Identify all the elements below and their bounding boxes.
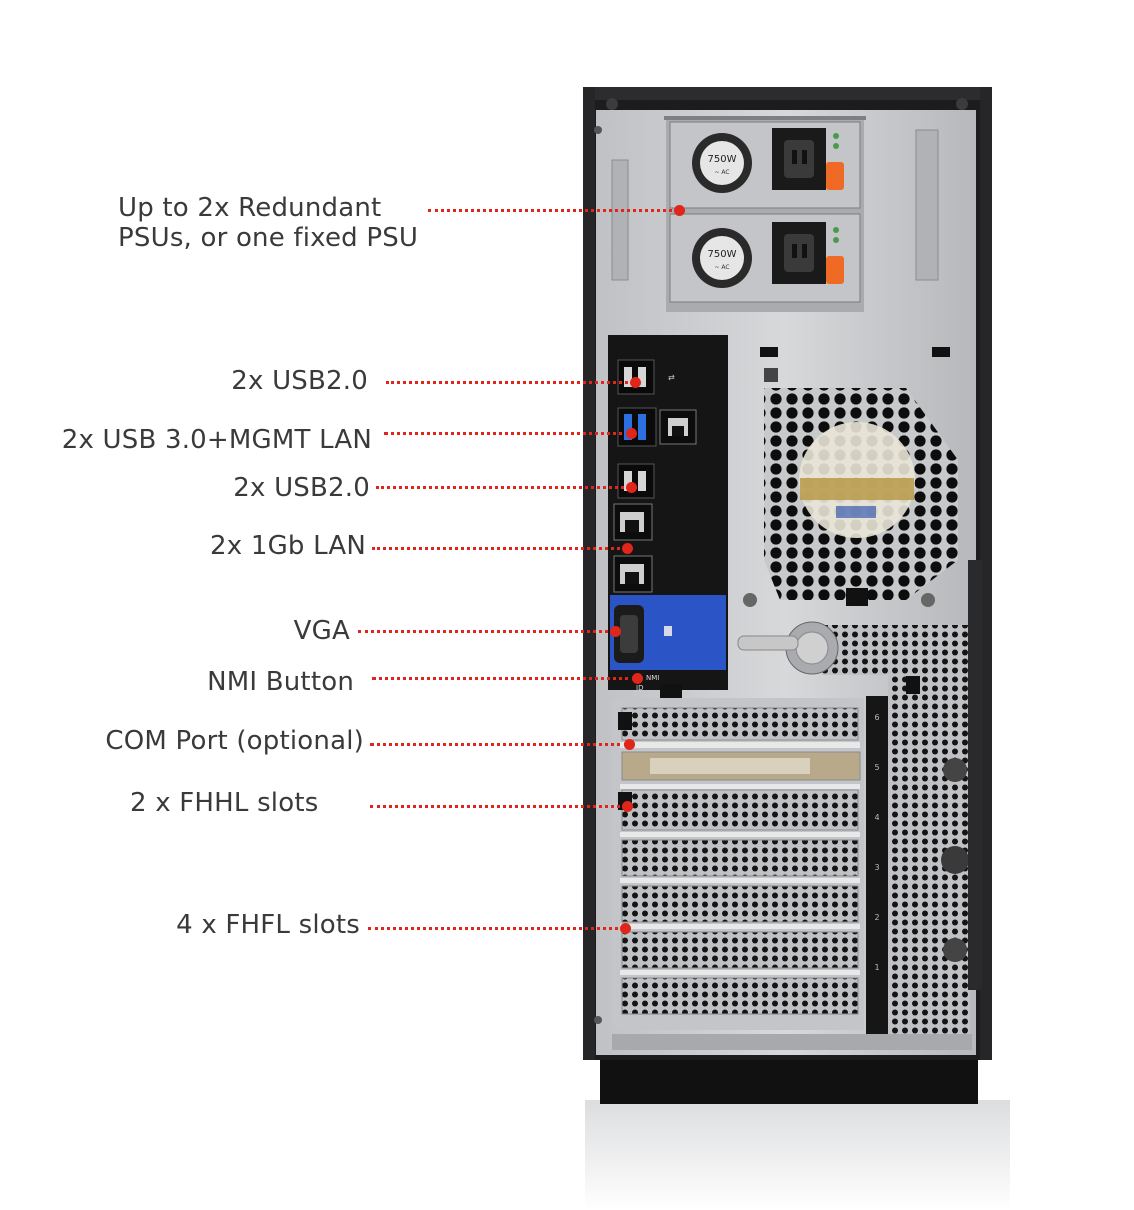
side-grille bbox=[822, 625, 968, 675]
leader-line bbox=[428, 209, 678, 212]
callout-label-usb2-top: 2x USB2.0 bbox=[231, 366, 368, 396]
fan-grille bbox=[760, 347, 958, 600]
callout-label-fhfl: 4 x FHFL slots bbox=[176, 910, 360, 940]
slot-number-label: 1 bbox=[874, 963, 879, 972]
screw-icon bbox=[606, 98, 618, 110]
leader-line bbox=[372, 547, 626, 550]
svg-text:⇄: ⇄ bbox=[668, 373, 675, 382]
leader-line bbox=[368, 927, 624, 930]
chassis-base bbox=[600, 1060, 978, 1104]
psu-unit-1: 750W ~ AC bbox=[669, 121, 861, 209]
slot-number-label: 3 bbox=[874, 863, 879, 872]
slot-number-strip: 6 5 4 3 2 1 bbox=[874, 713, 879, 972]
leader-line bbox=[386, 381, 634, 384]
callout-label-vga: VGA bbox=[293, 616, 350, 646]
callout-line: Up to 2x Redundant bbox=[118, 193, 382, 223]
leader-dot bbox=[622, 543, 633, 554]
leader-dot bbox=[624, 739, 635, 750]
svg-text:~ AC: ~ AC bbox=[714, 264, 729, 271]
svg-text:750W: 750W bbox=[708, 154, 737, 165]
callout-label-fhhl: 2 x FHHL slots bbox=[130, 788, 319, 818]
leader-line bbox=[372, 677, 636, 680]
screw-icon bbox=[594, 1016, 602, 1024]
callout-label-usb3-mgmt: 2x USB 3.0+MGMT LAN bbox=[61, 425, 372, 455]
leader-dot bbox=[674, 205, 685, 216]
svg-text:ID: ID bbox=[636, 684, 643, 692]
screw-icon bbox=[594, 126, 602, 134]
floor-reflection bbox=[585, 1100, 1010, 1210]
callout-label-lan-1gb: 2x 1Gb LAN bbox=[210, 531, 366, 561]
callout-line: PSUs, or one fixed PSU bbox=[118, 223, 419, 253]
callout-label-com: COM Port (optional) bbox=[105, 726, 364, 756]
callout-label-nmi: NMI Button bbox=[207, 667, 354, 697]
leader-line bbox=[384, 432, 630, 435]
expansion-slot-area bbox=[612, 696, 972, 1050]
callout-label-psu: Up to 2x Redundant PSUs, or one fixed PS… bbox=[118, 193, 418, 253]
leader-dot bbox=[626, 482, 637, 493]
leader-dot bbox=[622, 801, 633, 812]
svg-text:750W: 750W bbox=[708, 249, 737, 260]
screw-icon bbox=[956, 98, 968, 110]
svg-text:NMI: NMI bbox=[646, 674, 659, 682]
svg-text:~ AC: ~ AC bbox=[714, 169, 729, 176]
io-panel: ⇄ NMI ID bbox=[608, 335, 728, 692]
leader-line bbox=[358, 630, 614, 633]
leader-dot bbox=[632, 673, 643, 684]
leader-dot bbox=[610, 626, 621, 637]
leader-line bbox=[370, 743, 628, 746]
slot-number-label: 6 bbox=[874, 713, 879, 722]
slot-number-label: 5 bbox=[874, 763, 879, 772]
key-lock-icon bbox=[737, 588, 935, 675]
callout-label-usb2-bottom: 2x USB2.0 bbox=[233, 473, 370, 503]
leader-line bbox=[370, 805, 626, 808]
psu-unit-2: 750W ~ AC bbox=[669, 213, 861, 303]
leader-dot bbox=[620, 923, 631, 934]
slot-number-label: 4 bbox=[874, 813, 879, 822]
leader-dot bbox=[630, 377, 641, 388]
slot-number-label: 2 bbox=[874, 913, 879, 922]
leader-dot bbox=[626, 428, 637, 439]
leader-line bbox=[376, 486, 630, 489]
